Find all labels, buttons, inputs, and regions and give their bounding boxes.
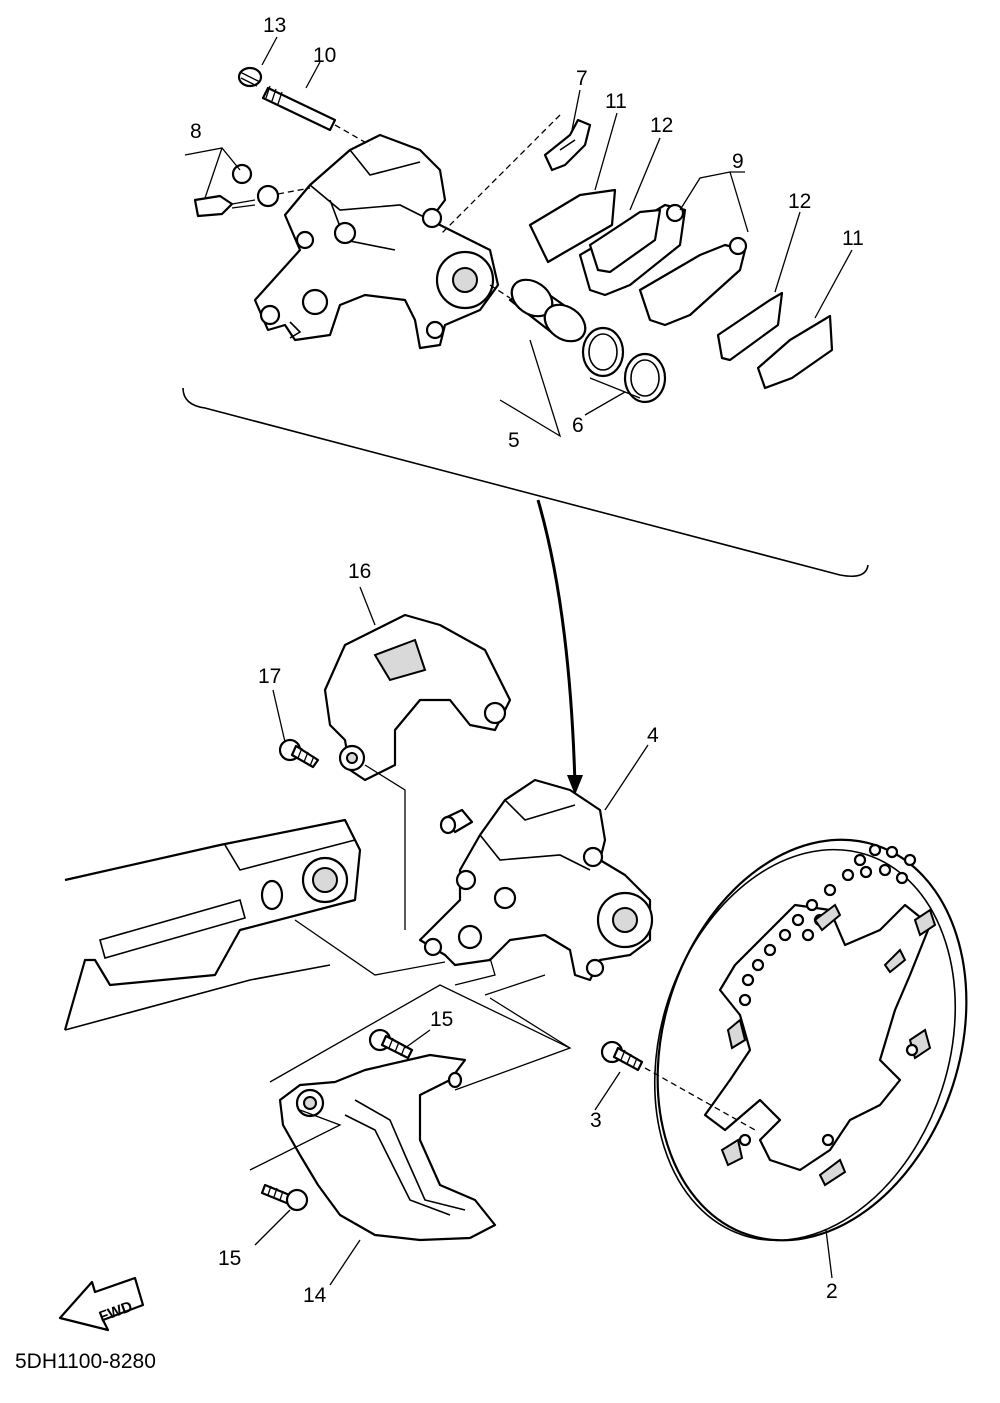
fwd-arrow-icon: FWD (58, 1276, 145, 1332)
callout-1: 2 (826, 1280, 838, 1303)
guide-line-caliper-2 (454, 957, 496, 986)
part-14-guard (278, 1053, 497, 1242)
assembly-arrowhead (567, 775, 583, 795)
guide-line-guard-2 (484, 974, 571, 1049)
callout-7: 8 (190, 120, 202, 143)
part-1-brake-disc (653, 838, 968, 1242)
assembly-arrow (536, 499, 577, 786)
guide-line-guard-1 (269, 984, 572, 1091)
callout-13: 13 (263, 14, 286, 37)
guide-line-caliper (294, 919, 446, 976)
upper-caliper-assembly (253, 133, 500, 350)
part-12-shim-lower (716, 291, 784, 362)
callout-15-lower: 15 (218, 1247, 241, 1270)
callout-12-upper: 12 (650, 114, 673, 137)
assembly-bracket (182, 387, 869, 578)
guide-line-17 (364, 764, 406, 930)
callout-14: 14 (303, 1284, 327, 1307)
part-15-bolt-lower (260, 1183, 309, 1212)
part-3-caliper (418, 778, 654, 982)
callout-8: 9 (732, 150, 744, 173)
callout-5: 6 (572, 414, 584, 437)
callout-6: 7 (576, 67, 588, 90)
callout-2: 3 (590, 1109, 602, 1132)
callout-17: 17 (258, 665, 281, 688)
part-code: 5DH1100-8280 (15, 1350, 156, 1373)
callout-12-lower: 12 (788, 190, 811, 213)
guide-line-guard-3 (249, 1109, 342, 1171)
swingarm (63, 818, 362, 1031)
part-12-shim-upper (588, 208, 662, 274)
part-9-pin (261, 85, 371, 146)
part-4-piston (489, 278, 587, 343)
part-13-cap (237, 66, 263, 88)
part-2-bolt (600, 1040, 756, 1131)
part-5-seals (581, 326, 667, 404)
callout-leaders (184, 36, 853, 1286)
callout-11: 11 (842, 227, 864, 250)
part-6-pad-spring (439, 114, 592, 236)
part-17-bolt (278, 738, 320, 769)
callout-3: 4 (647, 724, 659, 747)
callout-15-upper: 15 (430, 1008, 453, 1031)
callout-4: 5 (508, 429, 520, 452)
part-16-caliper-guard (323, 613, 512, 782)
callout-9: 10 (313, 44, 336, 67)
part-7-bleed-screw (193, 163, 311, 218)
part-11-shim (756, 314, 834, 390)
callout-16: 16 (348, 560, 371, 583)
part-15-bolt-upper (368, 1028, 414, 1060)
callout-10: 11 (605, 90, 627, 113)
part-10-shim (528, 188, 617, 264)
